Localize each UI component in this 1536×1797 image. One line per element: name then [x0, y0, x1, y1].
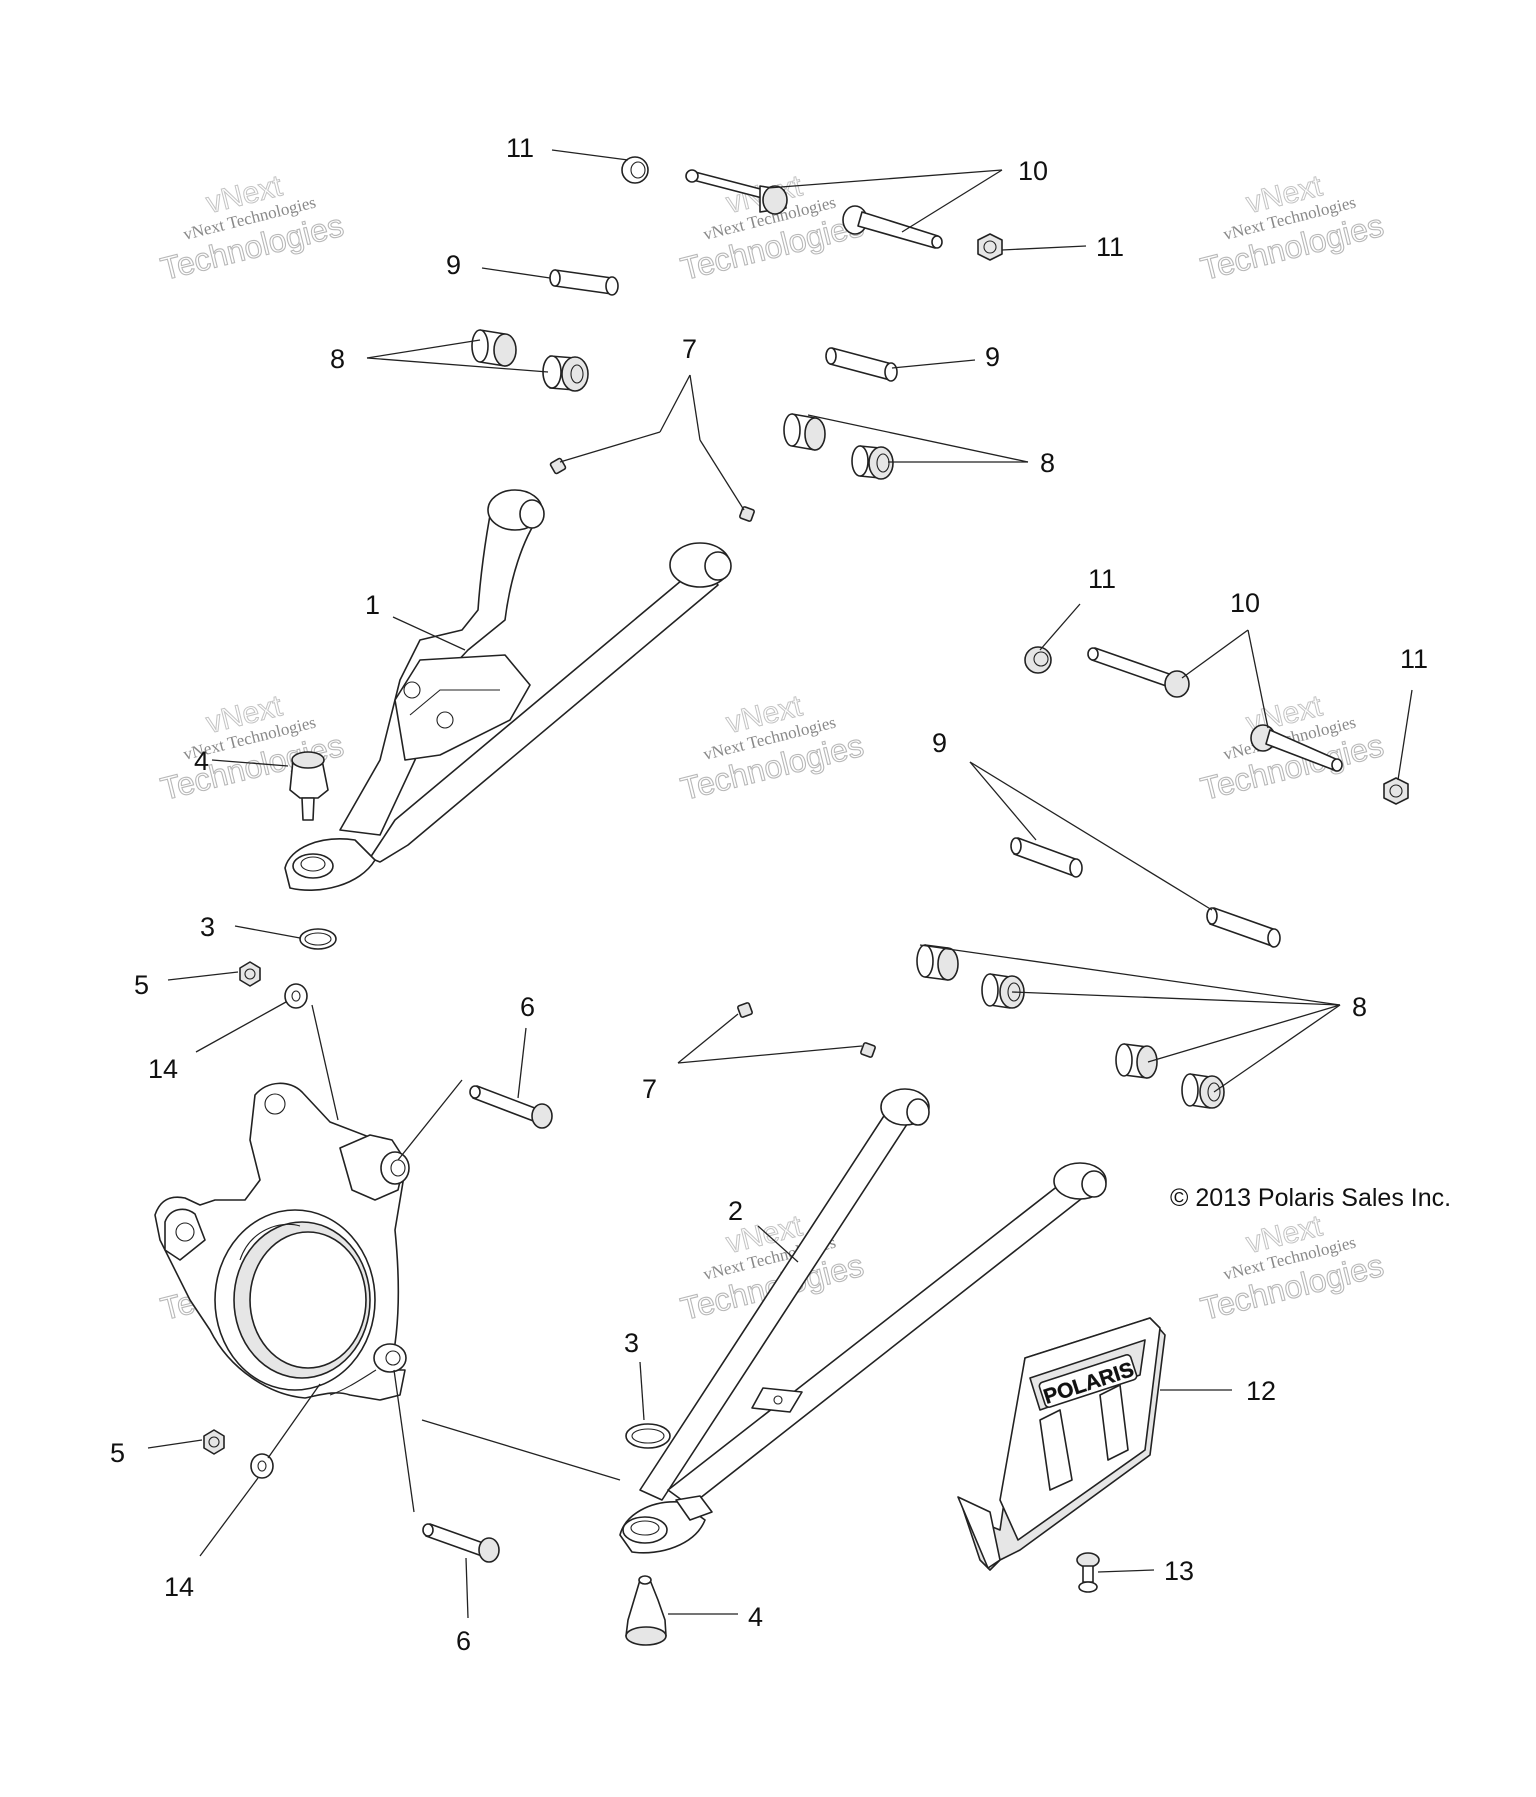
callout-14: 14: [164, 1572, 194, 1602]
grease-fitting-part: [860, 1042, 876, 1058]
bushing-part: [783, 413, 826, 451]
flange-nut-part: [977, 233, 1003, 261]
callout-8: 8: [330, 344, 345, 374]
leader-lines: [147, 149, 1413, 1619]
washer-part: [284, 983, 308, 1009]
callout-7: 7: [642, 1074, 657, 1104]
callout-4: 4: [748, 1602, 763, 1632]
callout-9: 9: [446, 250, 461, 280]
callout-10: 10: [1018, 156, 1048, 186]
sleeve-part: [1206, 907, 1281, 948]
callout-8: 8: [1352, 992, 1367, 1022]
flange-nut-part: [621, 156, 649, 184]
grease-fitting-part: [549, 457, 567, 475]
bolt-part: [1087, 647, 1190, 698]
snap-ring-part: [299, 928, 337, 950]
callout-5: 5: [110, 1438, 125, 1468]
bushing-part: [981, 973, 1025, 1009]
ball-joint-part: [289, 751, 329, 821]
skid-plate-part: POLARIS: [957, 1317, 1166, 1571]
callout-4: 4: [194, 746, 209, 776]
callout-11: 11: [1088, 564, 1116, 594]
bushing-part: [542, 355, 589, 392]
flange-nut-part: [1024, 646, 1052, 674]
callout-14: 14: [148, 1054, 178, 1084]
sleeve-part: [1010, 837, 1083, 878]
steering-knuckle-part: [154, 1082, 410, 1401]
bolt-part: [685, 169, 788, 215]
skid-plate-bolt-part: [1076, 1552, 1100, 1593]
bushing-part: [916, 944, 959, 981]
copyright-notice: © 2013 Polaris Sales Inc.: [1170, 1184, 1451, 1212]
ball-joint-part: [625, 1575, 667, 1646]
callout-5: 5: [134, 970, 149, 1000]
callout-6: 6: [456, 1626, 471, 1656]
callout-11: 11: [1400, 644, 1428, 674]
flange-nut-part: [1383, 777, 1409, 805]
nut-part: [203, 1429, 225, 1455]
callout-7: 7: [682, 334, 697, 364]
callout-3: 3: [200, 912, 215, 942]
callout-9: 9: [932, 728, 947, 758]
callout-1: 1: [365, 590, 380, 620]
bolt-part: [842, 205, 943, 249]
knuckle-bolt-part: [469, 1085, 553, 1129]
callout-2: 2: [728, 1196, 743, 1226]
lower-a-arm-part: [619, 1088, 1107, 1554]
nut-part: [239, 961, 261, 987]
callout-11: 11: [506, 133, 534, 163]
callout-3: 3: [624, 1328, 639, 1358]
callout-labels: 11 10 11 9 8 7 9 8 11 10 11 1 9 4 3 5 6 …: [110, 133, 1428, 1656]
callout-6: 6: [520, 992, 535, 1022]
callout-10: 10: [1230, 588, 1260, 618]
callout-8: 8: [1040, 448, 1055, 478]
knuckle-bolt-part: [422, 1523, 500, 1563]
grease-fitting-part: [739, 506, 755, 522]
callout-11: 11: [1096, 232, 1124, 262]
callout-9: 9: [985, 342, 1000, 372]
sleeve-part: [825, 347, 898, 382]
bolt-part: [1250, 724, 1343, 772]
upper-a-arm-part: [284, 489, 732, 891]
bushing-part: [471, 329, 517, 367]
grease-fitting-part: [737, 1002, 753, 1018]
callout-13: 13: [1164, 1556, 1194, 1586]
bushing-part: [851, 445, 894, 480]
snap-ring-part: [625, 1423, 671, 1449]
bushing-part: [1115, 1043, 1158, 1079]
bushing-part: [1181, 1073, 1225, 1109]
sleeve-part: [549, 269, 619, 296]
washer-part: [250, 1453, 274, 1479]
callout-12: 12: [1246, 1376, 1276, 1406]
